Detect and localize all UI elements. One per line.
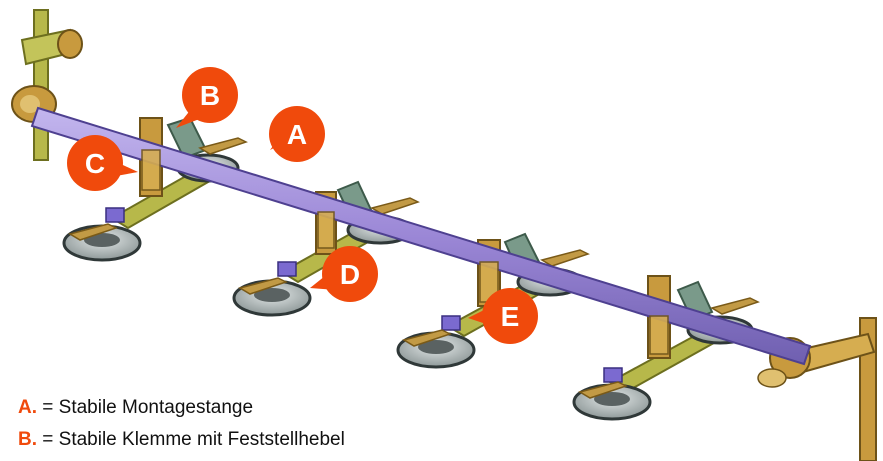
marker-c-label: C (85, 148, 105, 179)
legend-letter: A. (18, 397, 37, 418)
marker-e-label: E (501, 301, 520, 332)
marker-c: C (67, 135, 138, 191)
legend-text: = Stabile Klemme mit Feststellhebel (42, 429, 345, 450)
marker-a-label: A (287, 119, 307, 150)
marker-d-label: D (340, 259, 360, 290)
legend-text: = Stabile Montagestange (42, 397, 254, 418)
marker-d: D (310, 246, 378, 302)
unit-fronts (141, 149, 669, 355)
marker-a: A (269, 106, 325, 162)
legend-item-b: B. = Stabile Klemme mit Feststellhebel (18, 429, 345, 451)
marker-b-label: B (200, 80, 220, 111)
marker-b: B (176, 67, 238, 128)
marker-e: E (468, 288, 538, 344)
legend-item-a: A. = Stabile Montagestange (18, 397, 253, 419)
legend-letter: B. (18, 429, 37, 450)
mounting-rod (30, 106, 812, 366)
